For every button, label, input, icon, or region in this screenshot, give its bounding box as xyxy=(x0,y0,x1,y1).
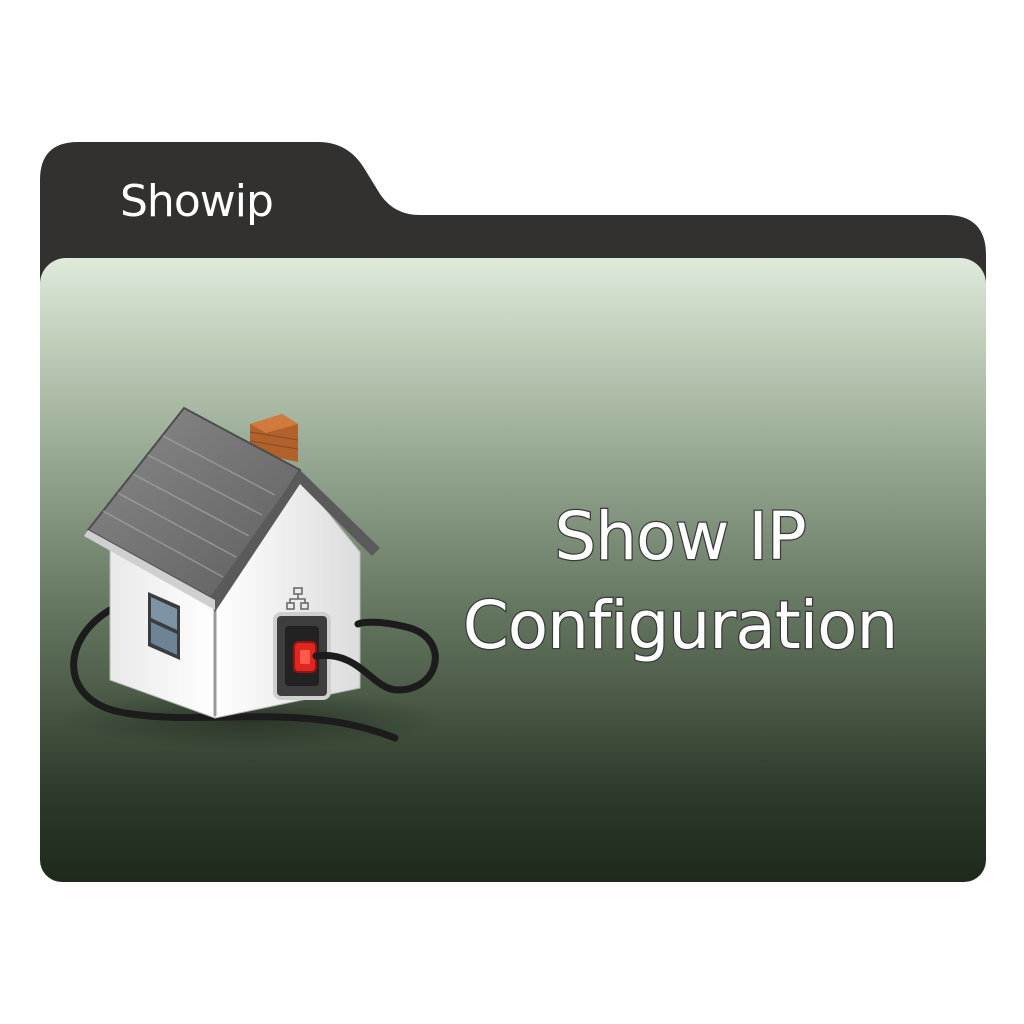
network-symbol-icon xyxy=(286,587,309,610)
cable xyxy=(70,606,399,742)
folder-title-line-2: Configuration xyxy=(461,586,899,666)
folder-tab-label: Showip xyxy=(120,176,274,227)
folder-title-line-1: Show IP xyxy=(553,497,808,577)
